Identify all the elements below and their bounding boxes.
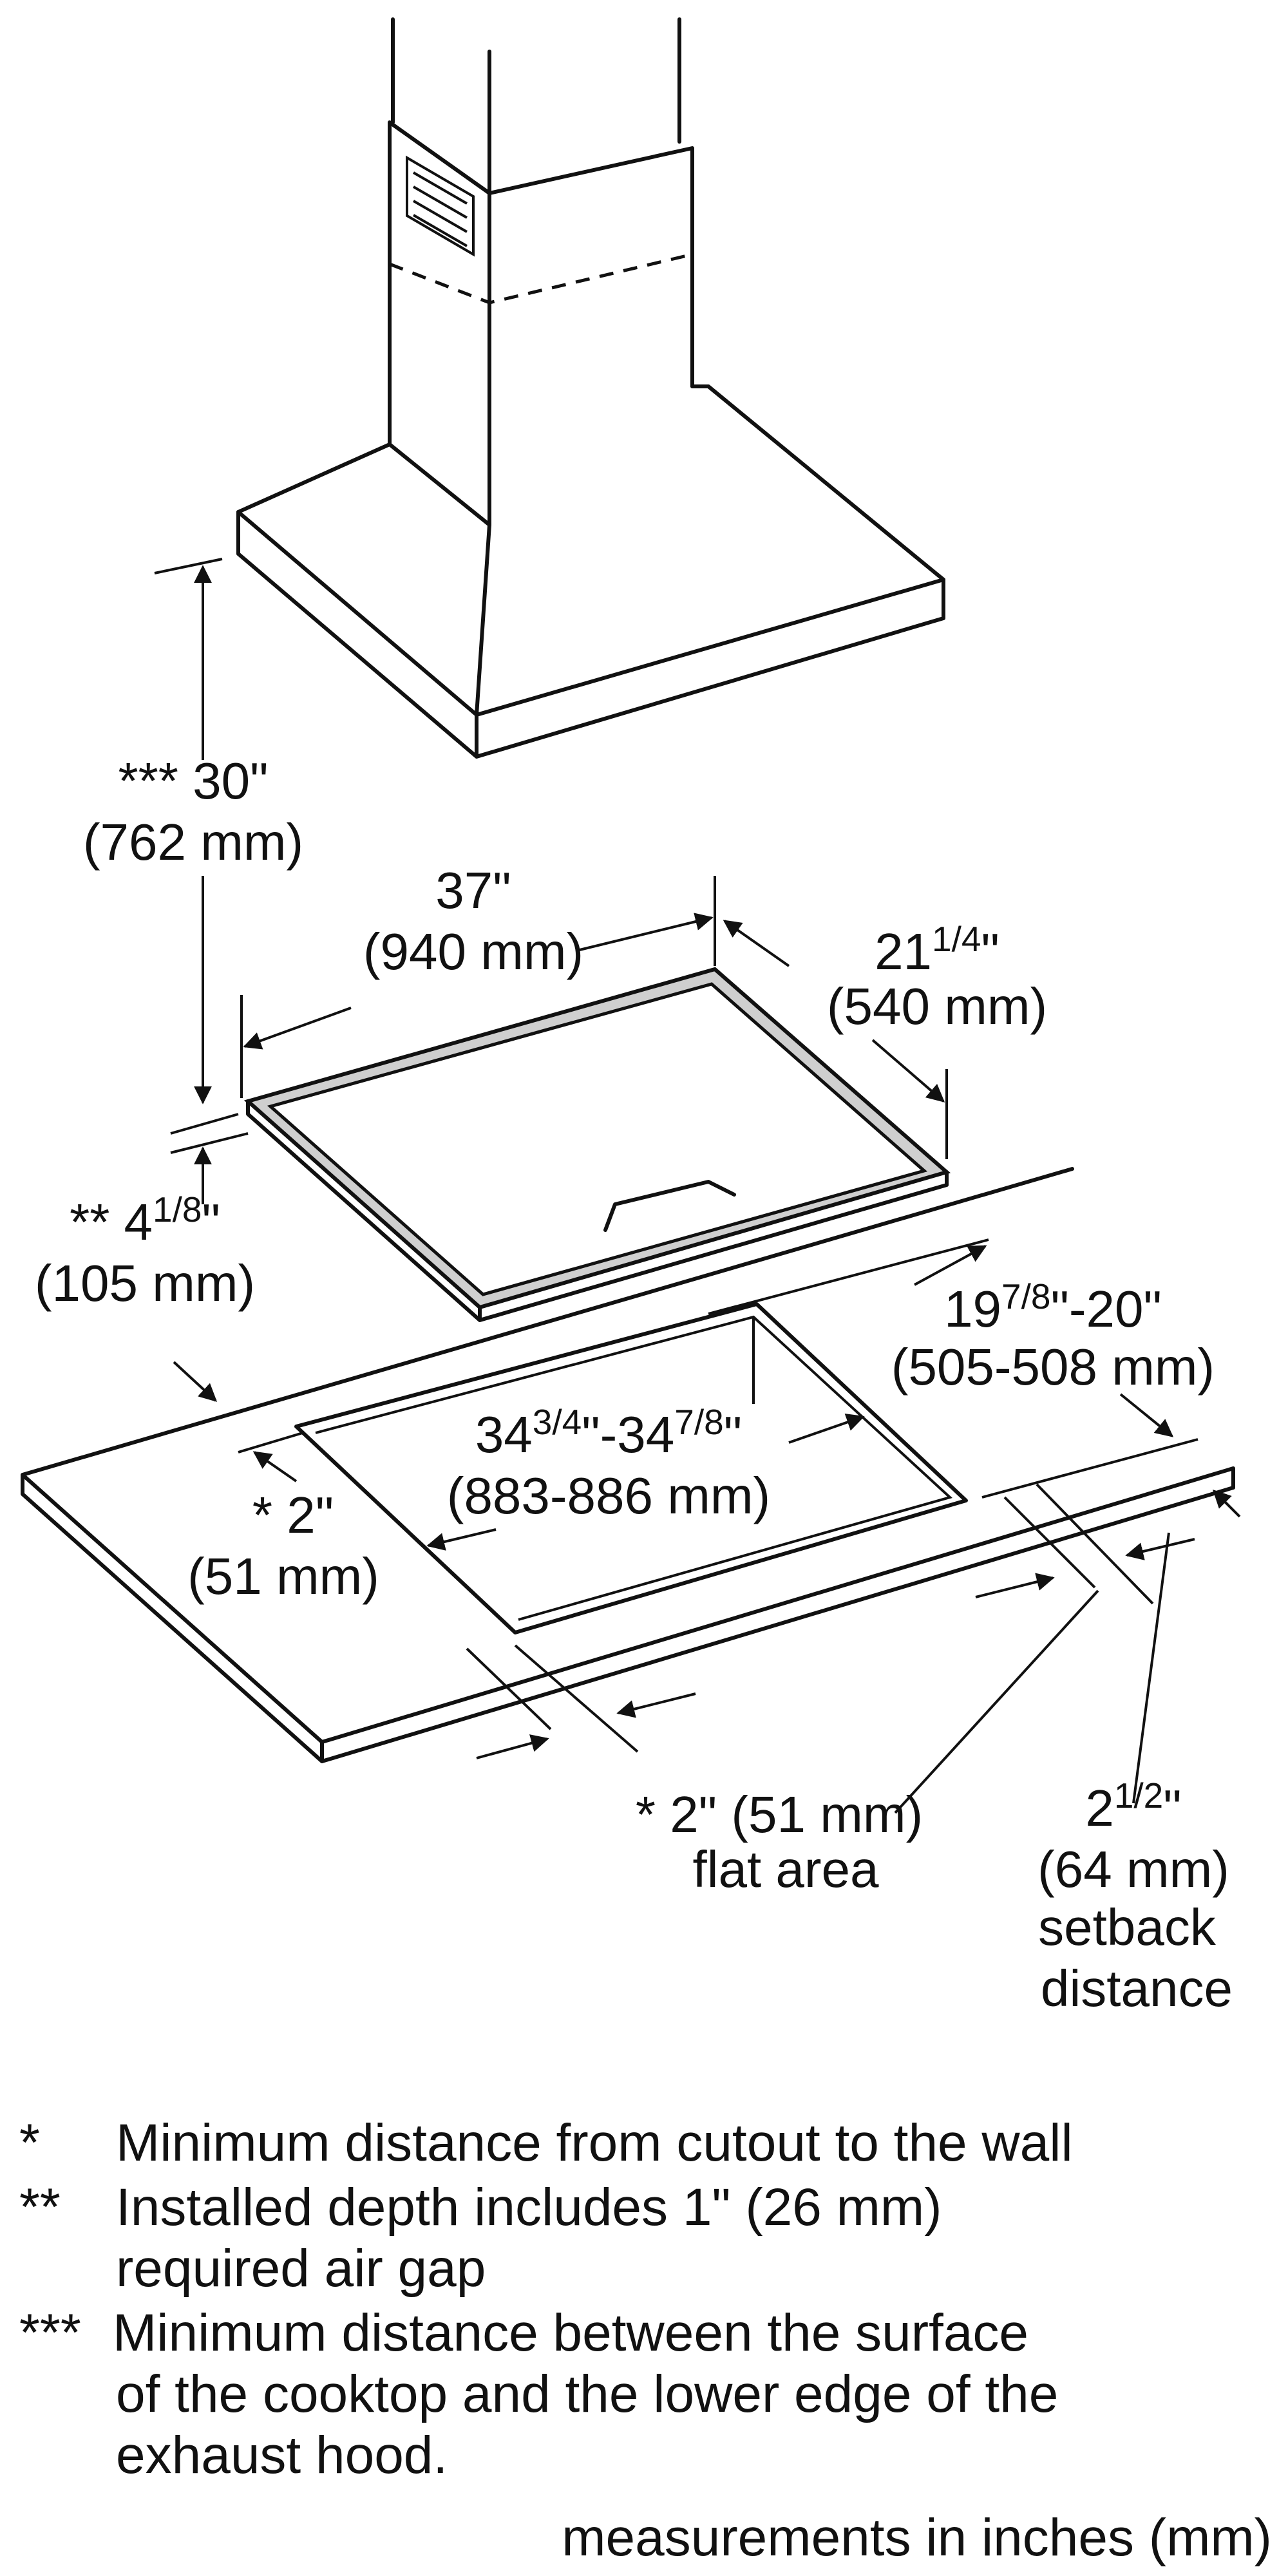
footnote-3-marker: *** bbox=[19, 2304, 81, 2362]
depth-21-label: 211/4" bbox=[875, 919, 999, 980]
flat-area-label: * 2" (51 mm) bbox=[636, 1786, 923, 1843]
exhaust-hood bbox=[236, 17, 945, 759]
footnote-3-text-line1: Minimum distance between the surface bbox=[113, 2304, 1028, 2362]
footnote-2-text-line2: required air gap bbox=[116, 2239, 486, 2298]
units-note: measurements in inches (mm) bbox=[562, 2508, 1272, 2567]
setback-mm-label: (64 mm) bbox=[1037, 1841, 1229, 1898]
setback-label: 21/2" bbox=[1085, 1776, 1181, 1837]
setback-word-label: setback bbox=[1038, 1899, 1217, 1956]
cutout-depth-mm-label: (505-508 mm) bbox=[891, 1338, 1215, 1396]
setback-distance-label: distance bbox=[1041, 1960, 1233, 2017]
hood-clearance-mm-label: (762 mm) bbox=[83, 813, 303, 871]
installed-depth-label: ** 41/8" bbox=[70, 1189, 220, 1251]
cutout-width-mm-label: (883-886 mm) bbox=[447, 1467, 770, 1524]
dimension-lines bbox=[154, 558, 1241, 1814]
cutout-width-label: 343/4"-347/8" bbox=[475, 1402, 742, 1463]
cutout-depth-label: 197/8"-20" bbox=[944, 1276, 1162, 1338]
width-37-label: 37" bbox=[435, 862, 511, 919]
flat-area-text-label: flat area bbox=[692, 1841, 879, 1898]
footnote-2-marker: ** bbox=[19, 2178, 61, 2237]
footnote-1-marker: * bbox=[19, 2114, 40, 2172]
footnote-3-text-line3: exhaust hood. bbox=[116, 2426, 448, 2485]
footnote-2-text-line1: Installed depth includes 1" (26 mm) bbox=[116, 2178, 942, 2237]
footnote-1-text: Minimum distance from cutout to the wall bbox=[116, 2114, 1073, 2172]
cooktop bbox=[243, 967, 951, 1322]
footnote-3-text-line2: of the cooktop and the lower edge of the bbox=[116, 2365, 1058, 2423]
depth-21-mm-label: (540 mm) bbox=[827, 978, 1047, 1035]
side-gap-mm-label: (51 mm) bbox=[187, 1548, 379, 1605]
vent-grille-icon bbox=[406, 155, 475, 257]
countertop bbox=[21, 1167, 1235, 1763]
hood-clearance-label: *** 30" bbox=[118, 752, 268, 810]
footnotes: * Minimum distance from cutout to the wa… bbox=[19, 2114, 1073, 2485]
side-gap-label: * 2" bbox=[252, 1486, 334, 1544]
installed-depth-mm-label: (105 mm) bbox=[35, 1255, 255, 1312]
width-37-mm-label: (940 mm) bbox=[363, 923, 583, 980]
